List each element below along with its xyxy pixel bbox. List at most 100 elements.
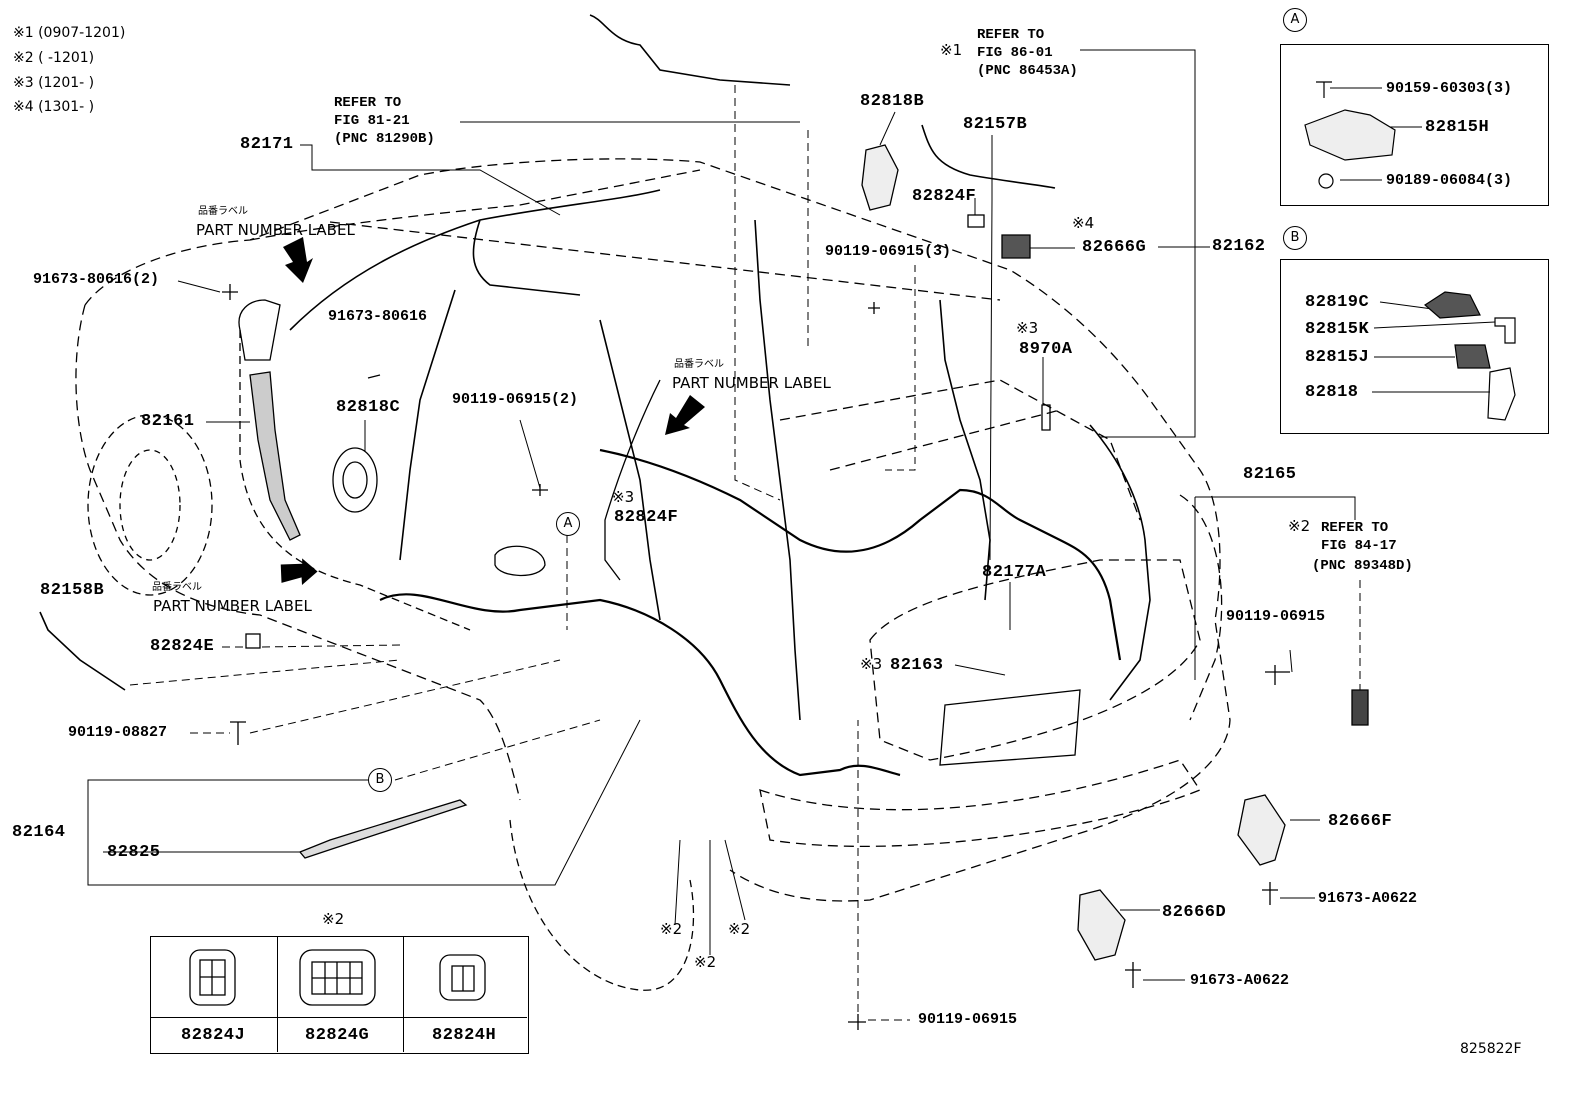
part-82666D[interactable]: 82666D [1162,903,1227,922]
part-90119-06915-bottom[interactable]: 90119-06915 [918,1011,1018,1028]
inset-a-letter: A [1283,8,1307,32]
refer-fig8601-line3[interactable]: (PNC 86453A) [977,63,1078,79]
inset-b-82815J[interactable]: 82815J [1305,348,1370,367]
refer-fig8417-line1[interactable]: REFER TO [1321,520,1389,536]
front-wheel [87,414,213,596]
arrow-label-3 [280,558,318,585]
connector-82824J[interactable]: 82824J [181,1026,246,1045]
part-82825[interactable]: 82825 [107,843,161,862]
bolt-90119-08827 [230,721,246,745]
part-82161[interactable]: 82161 [141,412,195,431]
inset-b-82815K[interactable]: 82815K [1305,320,1370,339]
inset-a-box [1280,44,1549,206]
speaker-cone [342,461,368,499]
leader-top-86-01 [734,85,781,501]
bolt-90119-06915-2 [532,484,548,496]
part-90119-06915-2[interactable]: 90119-06915(2) [452,391,579,408]
inset-b-82819C[interactable]: 82819C [1305,293,1370,312]
part-82162[interactable]: 82162 [1212,237,1266,256]
part-number-label-2-jp: 品番ラベル [674,359,724,370]
82824F-clip [967,214,985,228]
part-82824F-top[interactable]: 82824F [912,187,977,206]
connector-table-mark: ※2 [322,910,345,928]
part-82666G[interactable]: 82666G [1082,238,1147,257]
inset-b-letter: B [1283,226,1307,250]
speaker-body [332,447,378,513]
part-91673-A0622-a[interactable]: 91673-A0622 [1318,890,1418,907]
part-82158B[interactable]: 82158B [40,581,105,600]
90189-nut [1318,173,1334,189]
part-82164[interactable]: 82164 [12,823,66,842]
part-91673-80616[interactable]: 91673-80616 [328,308,428,325]
82818B-module [861,144,899,211]
mark-2-bottom: ※2 [694,953,717,971]
bolt-90119-06915-right [1265,665,1290,685]
leader-82818B [879,111,896,146]
refer-fig8121-line3[interactable]: (PNC 81290B) [334,131,435,147]
part-82171[interactable]: 82171 [240,135,294,154]
part-number-label-3: PART NUMBER LABEL [153,597,312,615]
82818-part [1487,367,1516,421]
refer-fig8417-line3[interactable]: (PNC 89348D) [1312,558,1413,574]
connector-82824G[interactable]: 82824G [305,1026,370,1045]
bolt-91673-80616 [367,374,381,379]
refer-fig8417-line2[interactable]: FIG 84-17 [1321,538,1397,554]
part-82163[interactable]: 82163 [890,656,944,675]
bolt-91673-80616-2 [222,284,238,300]
refer-fig8601-line2[interactable]: FIG 86-01 [977,45,1053,61]
part-91673-A0622-b[interactable]: 91673-A0622 [1190,972,1290,989]
callout-b[interactable]: B [368,768,392,792]
part-90119-06915-right[interactable]: 90119-06915 [1226,608,1326,625]
door-handle [494,545,546,577]
vehicle-body-outline [84,158,1231,902]
part-number-label-2: PART NUMBER LABEL [672,374,831,392]
side-mirror [238,299,281,361]
leader-82158B [129,659,401,686]
leader-mark-2 [674,839,746,955]
refer-fig8601-line1[interactable]: REFER TO [977,27,1045,43]
center-harness [754,219,801,721]
b-pillar-trim [604,379,661,581]
part-82177A[interactable]: 82177A [982,563,1047,582]
part-82666F[interactable]: 82666F [1328,812,1393,831]
leader-90119-08827 [190,659,561,734]
leader-82824E [222,644,401,648]
inset-a-90189-06084[interactable]: 90189-06084(3) [1386,172,1513,189]
leader-fig8601 [1080,49,1196,438]
top-harness [589,14,791,86]
connector-82824J-icon [189,949,236,1006]
part-82165[interactable]: 82165 [1243,465,1297,484]
rear-bumper [759,759,1201,848]
part-82163-mark: ※3 [860,655,883,673]
part-91673-80616-2[interactable]: 91673-80616(2) [33,271,160,288]
part-8970A[interactable]: 8970A [1019,340,1073,359]
mark-2-left: ※2 [660,920,683,938]
part-90119-08827[interactable]: 90119-08827 [68,724,168,741]
inset-a-90159-60303[interactable]: 90159-60303(3) [1386,80,1513,97]
leader-82815K [1373,321,1496,329]
clip-89348D [1351,689,1369,726]
refer-fig8417-mark: ※2 [1288,517,1311,535]
inset-a-82815H[interactable]: 82815H [1425,118,1490,137]
leader-90119-06915-right [1289,649,1293,673]
refer-fig8121-line1[interactable]: REFER TO [334,95,402,111]
82815J-part [1454,344,1491,369]
tailgate [869,559,1201,761]
part-90119-06915-3[interactable]: 90119-06915(3) [825,243,952,260]
part-82157B[interactable]: 82157B [963,115,1028,134]
connector-table-row-divider [150,1017,527,1018]
connector-82824G-icon [299,949,376,1006]
82815K-part [1494,317,1516,344]
part-82818B[interactable]: 82818B [860,92,925,111]
part-82824E[interactable]: 82824E [150,637,215,656]
inset-b-82818[interactable]: 82818 [1305,383,1359,402]
callout-a[interactable]: A [556,512,580,536]
rear-glass [779,379,1141,521]
leader-B [394,719,601,781]
refer-fig8121-line2[interactable]: FIG 81-21 [334,113,410,129]
part-82818C[interactable]: 82818C [336,398,401,417]
leader-90119-06915-bottom [857,720,910,1021]
tailgate-harness [1089,424,1151,701]
part-82824F-mid[interactable]: 82824F [614,508,679,527]
connector-82824H[interactable]: 82824H [432,1026,497,1045]
